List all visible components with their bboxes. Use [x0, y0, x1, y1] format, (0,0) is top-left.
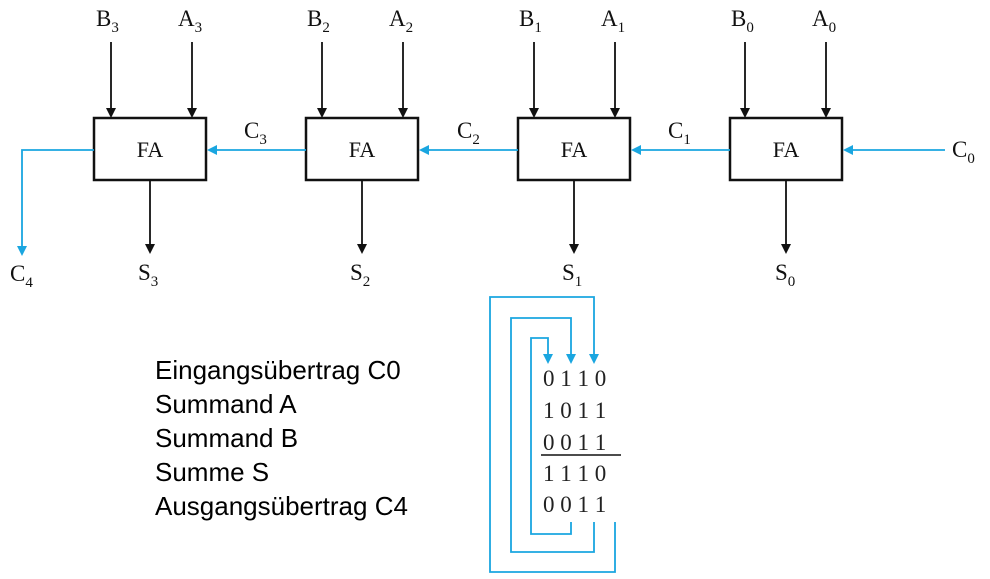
sum-labels: S3 S2 S1 S0 [138, 260, 795, 290]
row-summand-b: 0 0 1 1 [543, 430, 606, 455]
carry-feedback-loops [489, 296, 616, 573]
fa-label: FA [349, 137, 376, 162]
full-adder-3: FA [92, 116, 208, 182]
fa-label: FA [137, 137, 164, 162]
sum-arrows [145, 180, 791, 254]
label-b3: B3 [96, 6, 119, 36]
carry-loop-inner [530, 337, 572, 535]
label-c0: C0 [952, 137, 975, 167]
carry-loop-outer [489, 296, 616, 573]
legend-carry-out: Ausgangsübertrag C4 [155, 491, 408, 521]
full-adder-1: FA [516, 116, 632, 182]
input-arrows [106, 42, 831, 118]
full-adder-2: FA [304, 116, 420, 182]
label-b1: B1 [519, 6, 542, 36]
legend: Eingangsübertrag C0 Summand A Summand B … [155, 355, 408, 521]
label-b0: B0 [731, 6, 754, 36]
label-s2: S2 [350, 260, 370, 290]
label-s0: S0 [775, 260, 795, 290]
label-c3: C3 [244, 118, 267, 148]
example-addition: 0 1 1 0 1 0 1 1 0 0 1 1 1 1 1 0 0 0 1 1 [541, 366, 621, 517]
label-s3: S3 [138, 260, 158, 290]
fa-label: FA [773, 137, 800, 162]
input-labels: B3 A3 B2 A2 B1 A1 B0 A0 [96, 6, 836, 36]
full-adder-0: FA [728, 116, 844, 182]
row-carry-out: 0 0 1 1 [543, 492, 606, 517]
label-c4: C4 [10, 261, 33, 291]
label-a1: A1 [601, 6, 625, 36]
fa-label: FA [561, 137, 588, 162]
label-s1: S1 [562, 260, 582, 290]
carry-chain [17, 145, 945, 256]
carry-labels: C4 C3 C2 C1 C0 [10, 118, 975, 291]
label-a0: A0 [812, 6, 836, 36]
legend-sum: Summe S [155, 457, 269, 487]
legend-summand-b: Summand B [155, 423, 298, 453]
carry-loop-middle [510, 317, 595, 553]
label-c1: C1 [668, 118, 691, 148]
label-c2: C2 [457, 118, 480, 148]
label-a2: A2 [389, 6, 413, 36]
label-b2: B2 [307, 6, 330, 36]
row-carry-in: 0 1 1 0 [543, 366, 606, 391]
legend-summand-a: Summand A [155, 389, 297, 419]
label-a3: A3 [178, 6, 202, 36]
legend-carry-in: Eingangsübertrag C0 [155, 355, 401, 385]
row-summand-a: 1 0 1 1 [543, 398, 606, 423]
row-sum: 1 1 1 0 [543, 461, 606, 486]
